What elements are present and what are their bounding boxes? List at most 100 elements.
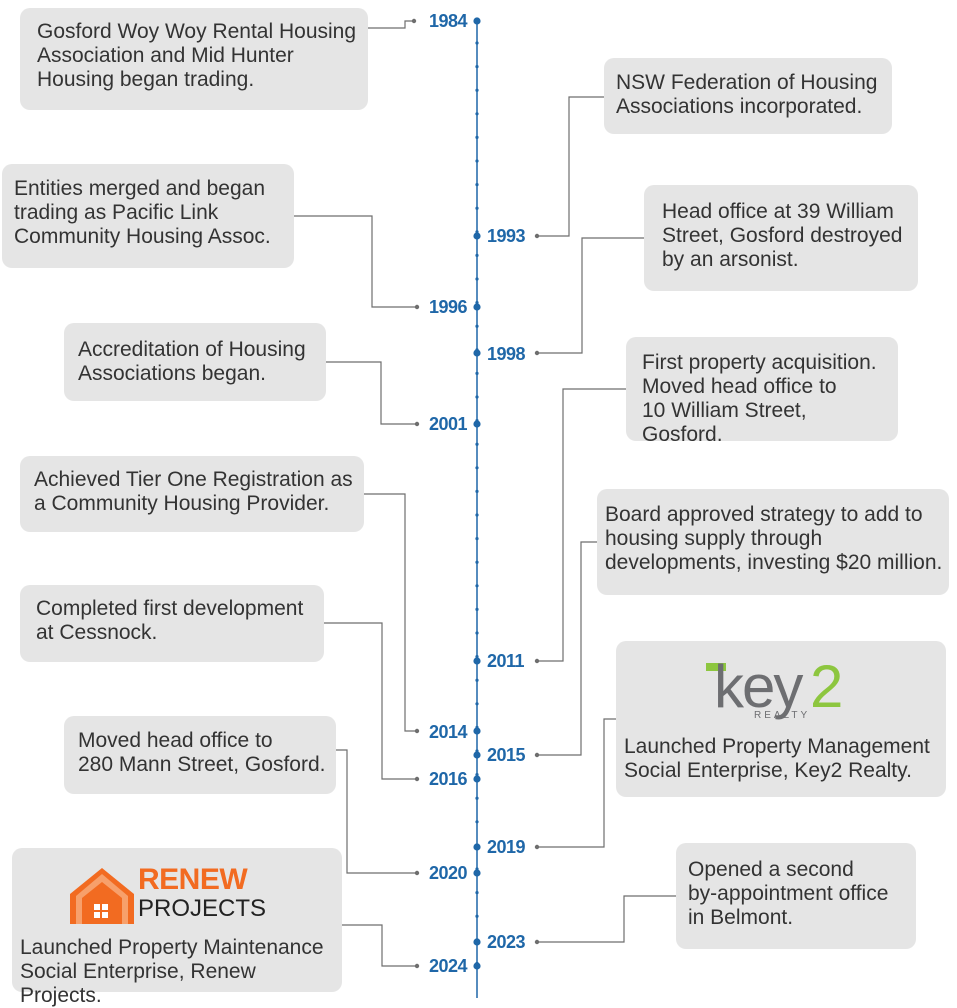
connector-end-1996 xyxy=(414,304,420,310)
year-label-2014: 2014 xyxy=(429,722,468,742)
connector-1998 xyxy=(537,237,644,354)
event-2016-text: Completed first development at Cessnock. xyxy=(36,597,304,644)
event-1993-text: NSW Federation of Housing Associations i… xyxy=(616,71,878,118)
minor-tick xyxy=(475,206,479,210)
connector-1996 xyxy=(294,215,417,308)
event-1996: Entities merged and began trading as Pac… xyxy=(2,164,294,268)
year-dot-1993 xyxy=(473,232,481,240)
event-2014: Achieved Tier One Registration as a Comm… xyxy=(20,456,364,532)
event-1993: NSW Federation of Housing Associations i… xyxy=(604,58,892,134)
minor-tick xyxy=(475,466,479,470)
event-2015: Board approved strategy to add to housin… xyxy=(597,489,949,595)
svg-text:2: 2 xyxy=(810,653,843,720)
minor-tick xyxy=(475,112,479,116)
year-label-2016: 2016 xyxy=(429,769,468,789)
year-label-2020: 2020 xyxy=(429,863,468,883)
minor-tick xyxy=(475,395,479,399)
connector-end-2011 xyxy=(534,658,540,664)
connector-2023 xyxy=(537,895,676,943)
connector-1984 xyxy=(368,20,414,29)
year-dot-2019 xyxy=(473,843,481,851)
event-2020-text: Moved head office to 280 Mann Street, Go… xyxy=(78,729,326,776)
event-2019-text: Launched Property Management Social Ente… xyxy=(624,735,930,782)
minor-tick xyxy=(475,702,479,706)
event-2014-text: Achieved Tier One Registration as a Comm… xyxy=(34,468,353,515)
connector-end-1993 xyxy=(534,233,540,239)
key2-realty-subtext: REALTY xyxy=(754,710,811,721)
year-label-1996: 1996 xyxy=(429,297,468,317)
year-dot-2014 xyxy=(473,727,481,735)
event-2023: Opened a second by-appointment office in… xyxy=(676,843,916,949)
year-label-2019: 2019 xyxy=(487,837,526,857)
minor-tick xyxy=(475,560,479,564)
year-dot-1984 xyxy=(473,17,481,25)
connector-1993 xyxy=(537,96,604,237)
minor-tick xyxy=(475,796,479,800)
event-2020: Moved head office to 280 Mann Street, Go… xyxy=(64,716,336,794)
key2-realty-logo: key 2 REALTY xyxy=(704,649,864,723)
connector-end-2023 xyxy=(534,939,540,945)
minor-tick xyxy=(475,489,479,493)
connector-end-2019 xyxy=(534,844,540,850)
minor-tick xyxy=(475,678,479,682)
event-1984: Gosford Woy Woy Rental Housing Associati… xyxy=(20,8,368,110)
year-dot-2023 xyxy=(473,938,481,946)
event-2023-text: Opened a second by-appointment office in… xyxy=(688,858,889,929)
minor-tick xyxy=(475,253,479,257)
minor-tick xyxy=(475,537,479,541)
year-label-1984: 1984 xyxy=(429,11,468,31)
minor-tick-marks xyxy=(473,17,481,970)
renew-logo-line1: RENEW xyxy=(138,863,248,896)
year-dot-2001 xyxy=(473,420,481,428)
minor-tick xyxy=(475,324,479,328)
year-label-2001: 2001 xyxy=(429,414,468,434)
year-label-2011: 2011 xyxy=(487,651,525,671)
event-2011-text: First property acquisition. Moved head o… xyxy=(642,351,877,446)
year-dot-2024 xyxy=(473,962,481,970)
event-2011: First property acquisition. Moved head o… xyxy=(626,337,898,446)
connector-2024 xyxy=(342,924,417,967)
event-1998-text: Head office at 39 William Street, Gosfor… xyxy=(662,200,903,271)
minor-tick xyxy=(475,41,479,45)
connector-end-2016 xyxy=(414,776,420,782)
year-dot-2011 xyxy=(473,657,481,665)
year-label-2024: 2024 xyxy=(429,956,468,976)
year-dot-2016 xyxy=(473,775,481,783)
connector-lines xyxy=(294,18,676,969)
event-2001: Accreditation of Housing Associations be… xyxy=(64,323,326,401)
minor-tick xyxy=(475,513,479,517)
minor-tick xyxy=(475,891,479,895)
connector-end-2015 xyxy=(534,752,540,758)
minor-tick xyxy=(475,655,479,659)
year-label-1998: 1998 xyxy=(487,344,526,364)
event-1998: Head office at 39 William Street, Gosfor… xyxy=(644,185,918,291)
connector-2019 xyxy=(537,718,616,848)
year-label-2015: 2015 xyxy=(487,745,526,765)
minor-tick xyxy=(475,301,479,305)
minor-tick xyxy=(475,442,479,446)
event-2016: Completed first development at Cessnock. xyxy=(20,585,324,662)
connector-2015 xyxy=(537,541,597,756)
connector-2001 xyxy=(326,361,417,425)
minor-tick xyxy=(475,183,479,187)
minor-tick xyxy=(475,773,479,777)
minor-tick xyxy=(475,88,479,92)
svg-text:key: key xyxy=(714,653,803,720)
minor-tick xyxy=(475,371,479,375)
connector-end-2024 xyxy=(414,963,420,969)
connector-end-1998 xyxy=(534,350,540,356)
year-dot-1998 xyxy=(473,349,481,357)
minor-tick xyxy=(475,631,479,635)
minor-tick xyxy=(475,159,479,163)
connector-2011 xyxy=(537,388,626,662)
connector-2020 xyxy=(336,749,417,874)
renew-projects-logo: RENEW PROJECTS xyxy=(70,864,270,928)
year-label-1993: 1993 xyxy=(487,226,526,246)
connector-end-2001 xyxy=(414,421,420,427)
event-1996-text: Entities merged and began trading as Pac… xyxy=(14,177,271,248)
event-1984-text: Gosford Woy Woy Rental Housing Associati… xyxy=(37,20,357,91)
renew-logo-line2: PROJECTS xyxy=(138,895,267,922)
minor-tick xyxy=(475,277,479,281)
year-dot-1996 xyxy=(473,303,481,311)
